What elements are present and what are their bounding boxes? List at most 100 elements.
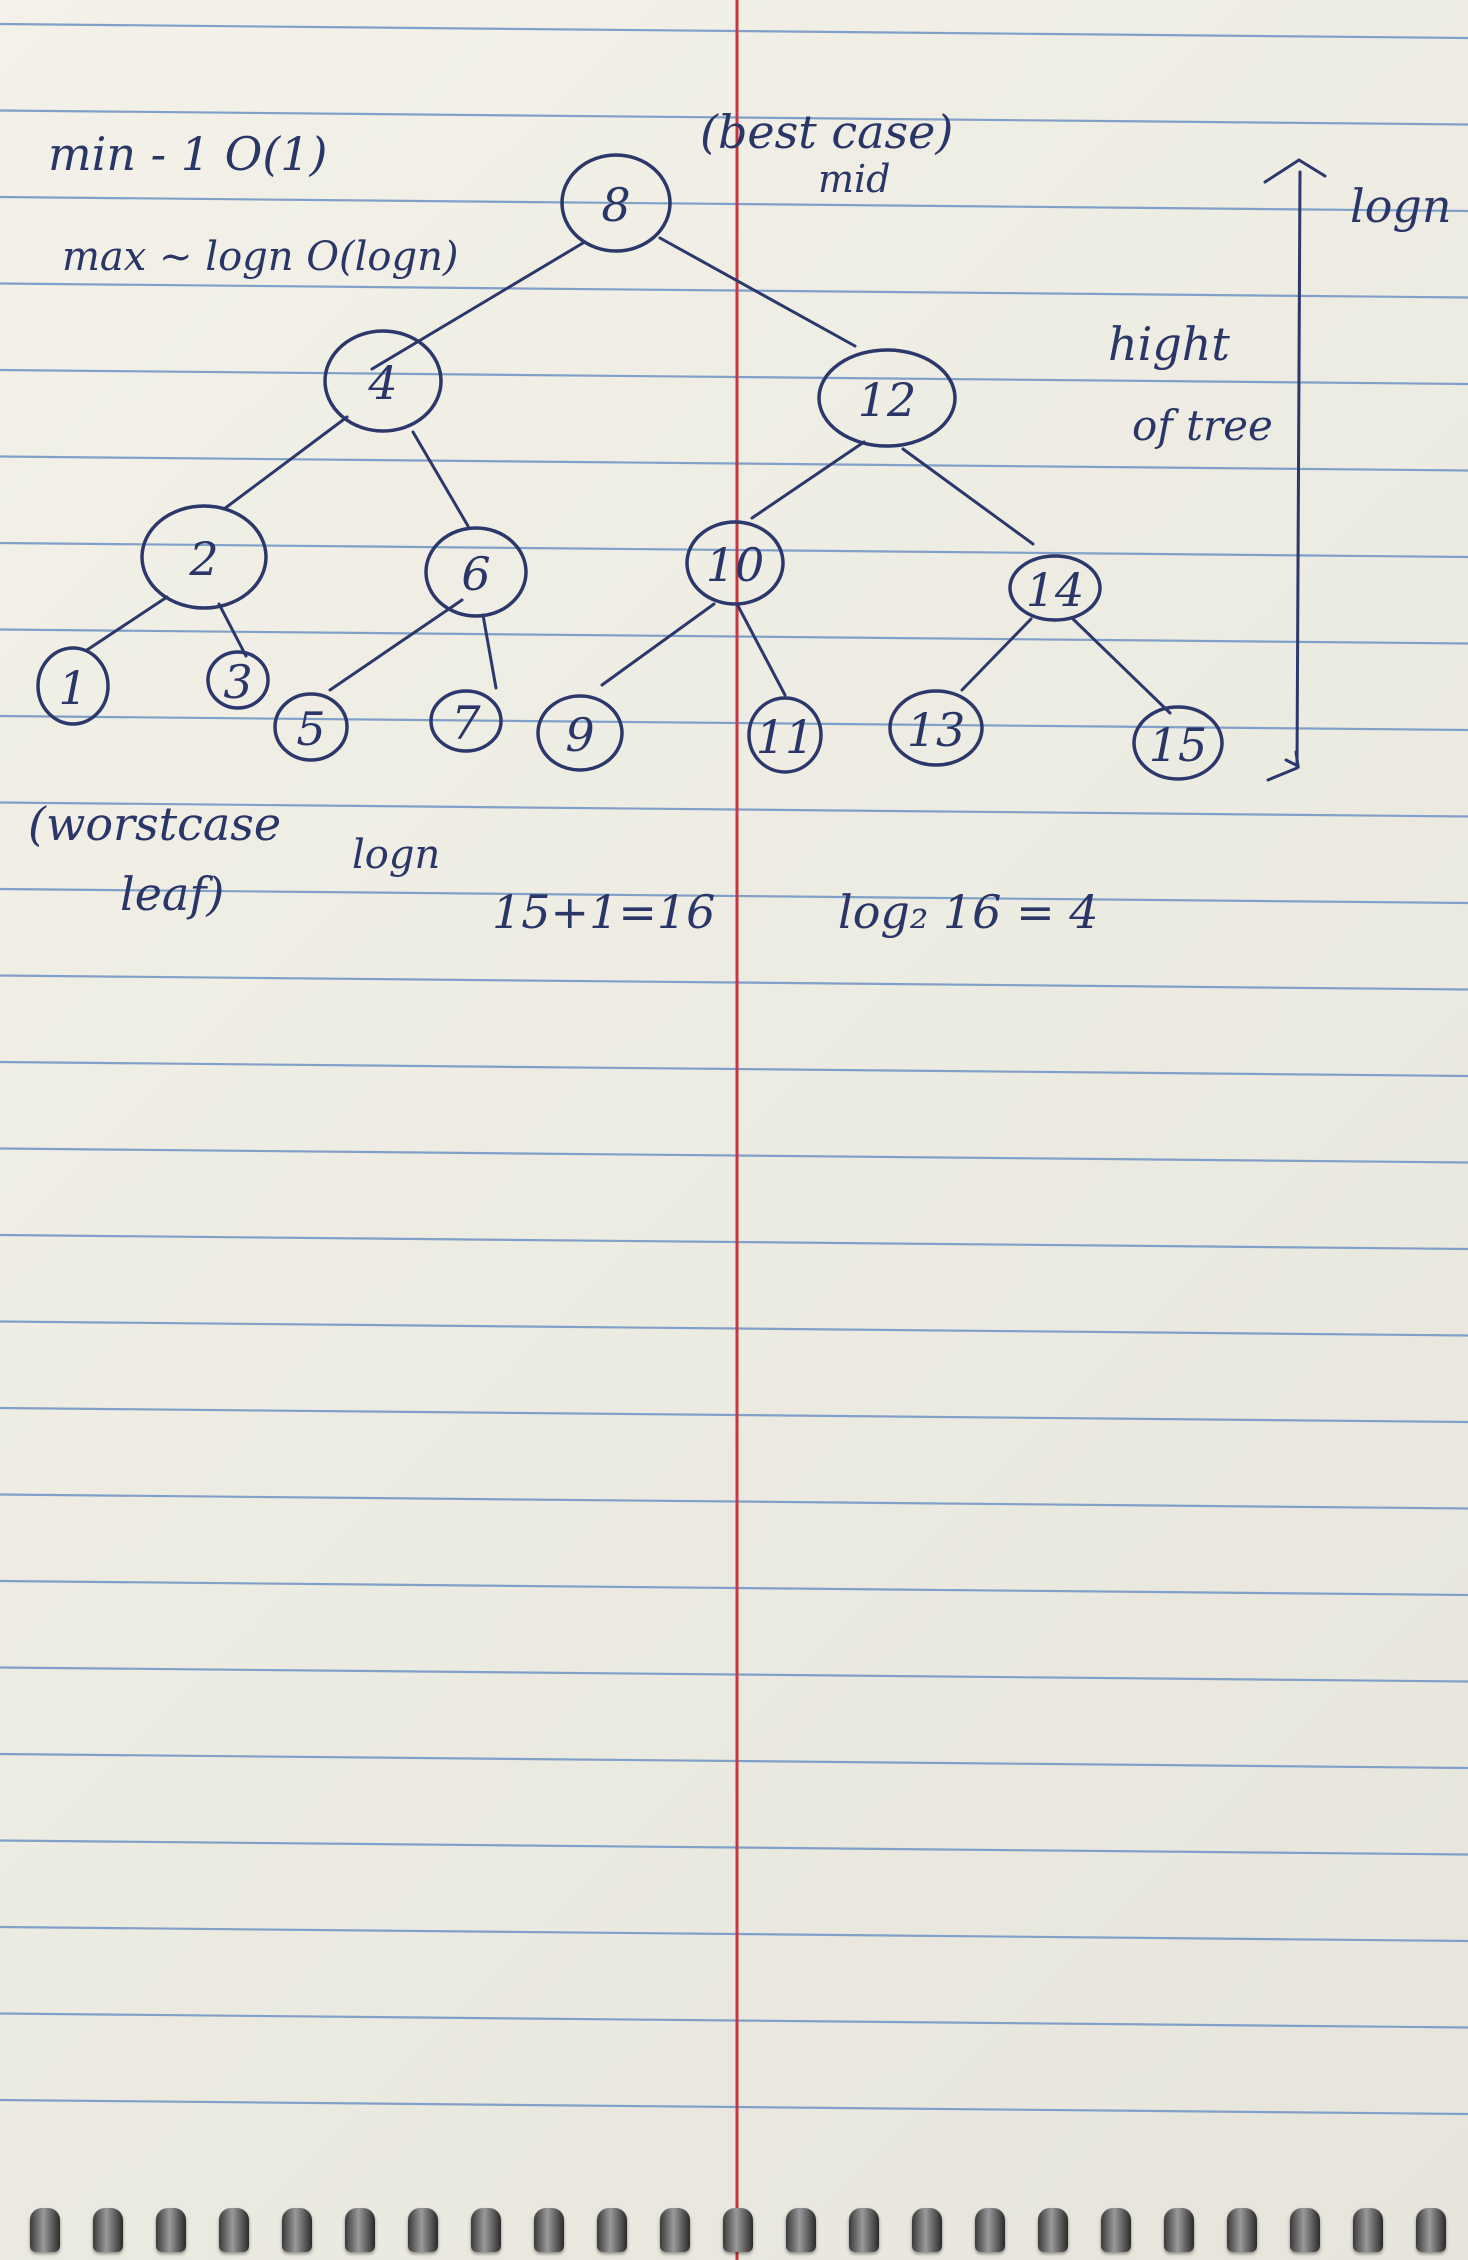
svg-text:13: 13 [907,703,966,757]
rule-line [0,1233,1468,1251]
rule-line [0,195,1468,213]
spiral-coil [408,2208,438,2252]
note-worst-case-1: (worstcase [28,797,281,851]
note-best-case: (best case) [700,105,953,159]
tree-node-2: 2 [140,504,268,610]
svg-text:12: 12 [858,373,917,427]
tree-edges [85,236,1172,715]
tree-node-7: 7 [429,689,503,753]
note-worst-case-2: leaf) [120,867,224,921]
edge-8-4 [370,241,585,371]
spiral-coil [534,2208,564,2252]
rule-line [0,974,1468,991]
note-calc-sum: 15+1=16 [492,885,715,939]
rule-line [0,714,1468,732]
rule-line [0,1147,1468,1164]
rule-line [0,109,1468,126]
svg-text:1: 1 [58,661,87,715]
rule-line [0,1666,1468,1683]
edge-12-10 [750,440,866,520]
tree-node-6: 6 [424,526,528,618]
note-logn-side: logn [1350,179,1451,233]
svg-text:3: 3 [223,655,252,709]
rule-line [0,1752,1468,1770]
svg-text:15: 15 [1149,718,1208,772]
svg-text:9: 9 [565,708,594,762]
edge-8-12 [658,236,857,348]
tree-node-1: 1 [36,646,110,726]
svg-text:11: 11 [756,710,815,764]
svg-text:6: 6 [461,547,490,601]
note-min: min - 1 O(1) [48,127,328,181]
edge-10-11 [735,602,787,697]
rule-line [0,22,1468,40]
note-calc-log: log₂ 16 = 4 [838,885,1099,939]
edge-4-6 [411,430,470,528]
tree-node-12: 12 [817,348,957,448]
tree-node-3: 3 [206,650,270,710]
tree-node-14: 14 [1008,554,1102,622]
svg-text:2: 2 [188,532,218,586]
note-height-1: hight [1108,317,1230,371]
spiral-coil [1038,2208,1068,2252]
note-worst-logn: logn [352,832,440,878]
spiral-coil [786,2208,816,2252]
note-height-2: of tree [1132,401,1273,450]
spiral-coil [597,2208,627,2252]
height-bracket [1263,158,1327,782]
rule-line [0,1060,1468,1078]
rule-line [0,801,1468,818]
spiral-coil [471,2208,501,2252]
rule-line [0,2098,1468,2116]
spiral-coil [849,2208,879,2252]
tree-node-13: 13 [888,689,984,767]
rule-line [0,1925,1468,1943]
spiral-coil [1353,2208,1383,2252]
svg-text:5: 5 [296,702,325,756]
tree-node-10: 10 [685,520,785,606]
svg-text:14: 14 [1026,563,1085,617]
svg-text:7: 7 [451,696,481,750]
note-mid: mid [818,157,891,201]
spiral-coil [975,2208,1005,2252]
edge-14-15 [1071,617,1172,715]
edge-2-3 [217,602,248,658]
rule-line [0,541,1468,559]
tree-node-5: 5 [273,692,349,762]
rule-line [0,1320,1468,1337]
tree-node-11: 11 [747,696,823,774]
spiral-coil [1101,2208,1131,2252]
rule-line [0,1579,1468,1597]
spiral-coil [1227,2208,1257,2252]
edge-4-2 [222,415,349,511]
edge-10-9 [600,602,716,687]
rule-line [0,282,1468,299]
spiral-coil [156,2208,186,2252]
rule-line [0,1839,1468,1856]
rule-line [0,2012,1468,2029]
rule-line [0,887,1468,905]
tree-node-15: 15 [1132,705,1224,781]
rule-line [0,628,1468,645]
rule-line [0,1493,1468,1510]
spiral-coil [30,2208,60,2252]
rule-line [0,368,1468,386]
spiral-coil [1164,2208,1194,2252]
svg-text:10: 10 [706,538,765,592]
tree-node-8: 8 [560,153,672,253]
rule-line [0,455,1468,472]
spiral-coil [723,2208,753,2252]
note-max: max ~ logn O(logn) [62,234,458,280]
spiral-coil [282,2208,312,2252]
edge-6-5 [328,598,464,692]
spiral-coil [219,2208,249,2252]
svg-text:4: 4 [367,356,397,410]
spiral-coil [345,2208,375,2252]
edge-2-1 [85,595,169,652]
spiral-coil [660,2208,690,2252]
edge-14-13 [960,617,1033,692]
edge-12-14 [901,447,1035,546]
